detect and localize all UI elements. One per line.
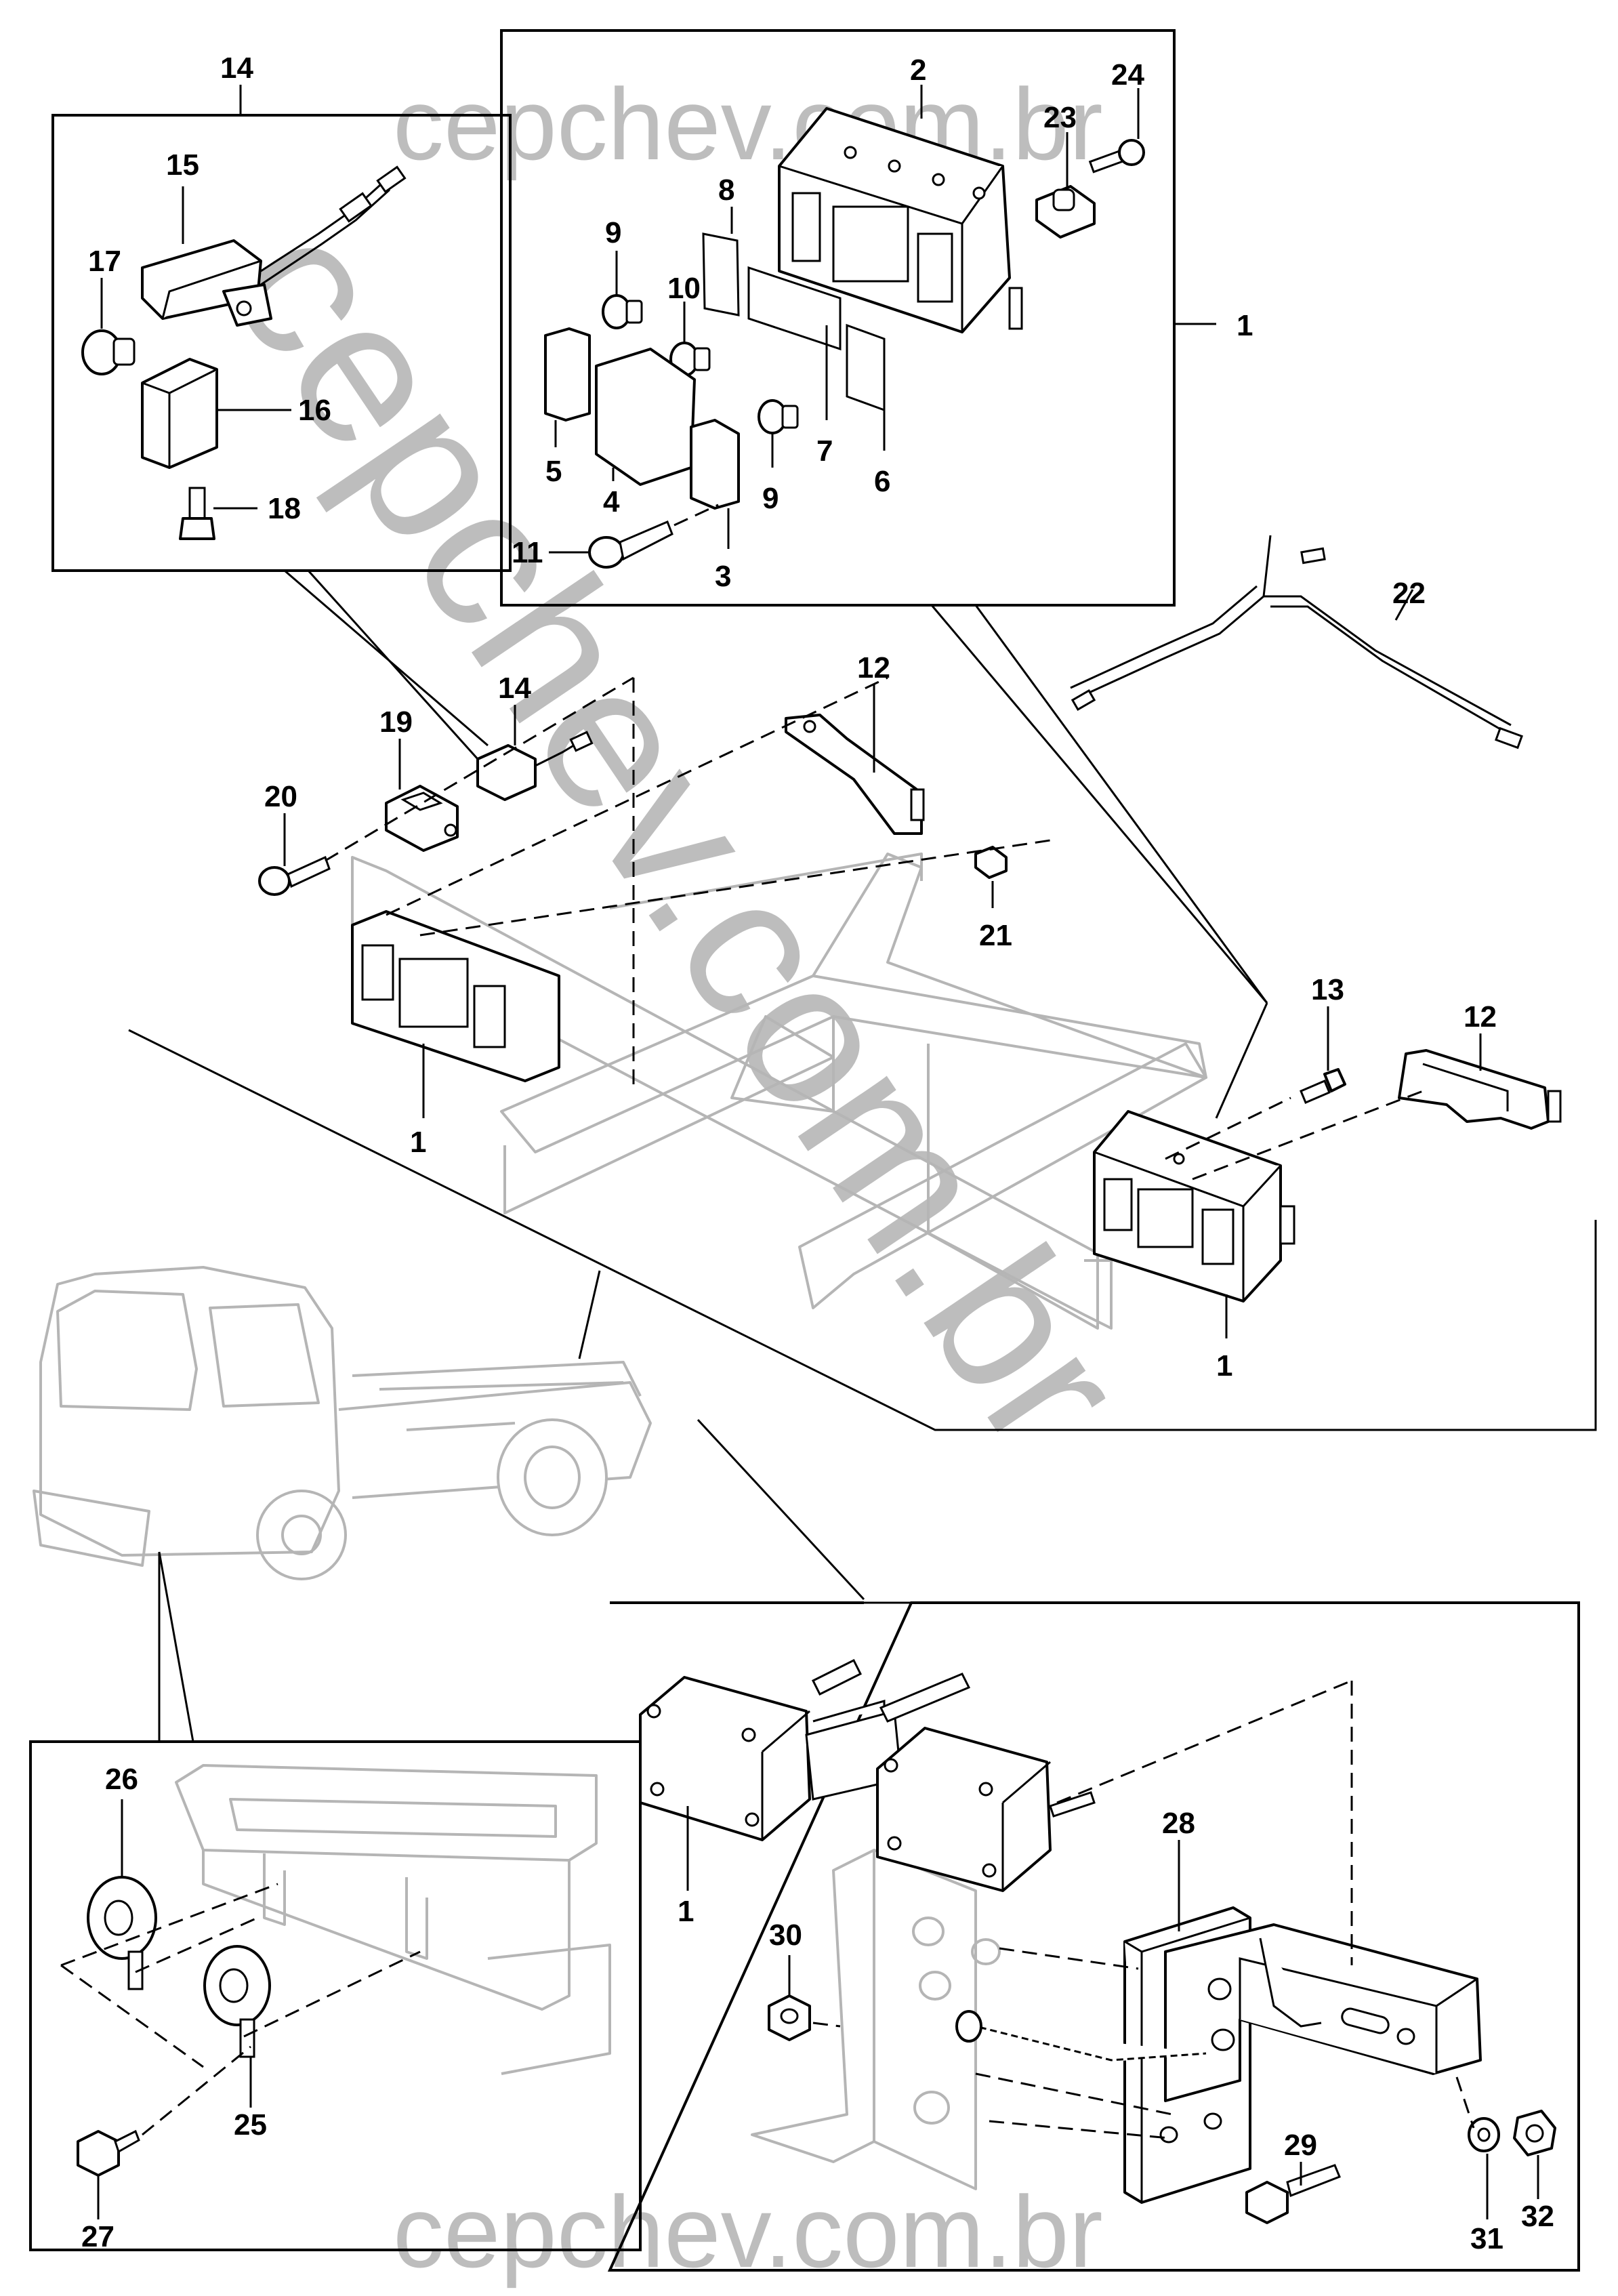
callout-28: 28 (1162, 1807, 1195, 1840)
callout-26: 26 (105, 1763, 138, 1796)
detail-box-1: 2 24 23 8 9 10 1 5 4 7 6 9 11 3 (500, 29, 1253, 607)
washer-31-part (1468, 2117, 1500, 2152)
bracket-part (141, 358, 218, 469)
callout-30: 30 (769, 1919, 802, 1952)
screw-24-part (1088, 139, 1145, 173)
callout-3: 3 (715, 560, 731, 593)
callout-10: 10 (667, 272, 701, 305)
bracket-12b-part (1398, 1049, 1562, 1130)
callout-2: 2 (910, 54, 926, 87)
bolt-13-part (1300, 1068, 1346, 1104)
lamp-housing-part (778, 107, 1023, 333)
callout-4: 4 (603, 485, 620, 518)
callout-1-top: 1 (1237, 309, 1253, 342)
callout-29: 29 (1284, 2129, 1317, 2162)
callout-8: 8 (718, 173, 734, 207)
callout-7: 7 (816, 434, 833, 468)
callout-12-a: 12 (857, 651, 890, 684)
callout-19: 19 (379, 705, 413, 739)
truck-illustration (33, 1266, 865, 1742)
bracket-12a-part (785, 714, 925, 835)
bulb-part (81, 329, 136, 375)
screw-part (179, 487, 215, 540)
lens-8-part (702, 232, 740, 316)
callout-20: 20 (264, 780, 297, 813)
callout-25: 25 (234, 2108, 267, 2141)
bulb-9a-part (602, 294, 643, 329)
nut-30-part (768, 1994, 811, 2041)
callout-16: 16 (298, 394, 331, 427)
callout-14-box: 14 (220, 52, 253, 85)
callout-9-b: 9 (762, 482, 779, 515)
callout-32: 32 (1521, 2200, 1554, 2233)
lamp-pair-part (639, 1658, 1096, 1892)
callout-17: 17 (88, 245, 121, 278)
bolt-29-part (1245, 2164, 1341, 2224)
callout-13: 13 (1311, 973, 1344, 1006)
callout-9-a: 9 (605, 216, 621, 249)
callout-11: 11 (512, 536, 543, 569)
callout-1-mid-left: 1 (410, 1126, 426, 1159)
callout-23: 23 (1043, 101, 1077, 134)
callout-6: 6 (874, 465, 890, 498)
callout-12-b: 12 (1464, 1000, 1497, 1033)
clip-23-part (1035, 185, 1096, 239)
right-lamp-part (1093, 1110, 1295, 1303)
callout-31: 31 (1470, 2222, 1503, 2255)
detail-box-mount-frame (607, 1601, 1580, 2272)
bulb-9b-part (758, 399, 799, 434)
callout-18: 18 (268, 492, 301, 525)
callout-5: 5 (545, 455, 562, 488)
callout-15: 15 (166, 148, 199, 182)
horn-26-part (87, 1876, 157, 1990)
chassis-scene: 12 14 19 20 21 1 13 12 1 (128, 651, 1597, 1431)
sensor-assembly-mid-part (476, 731, 594, 801)
detail-box-14: 14 15 17 16 18 (51, 52, 512, 572)
cover-3-part (690, 419, 740, 510)
detail-box-horns-frame (29, 1740, 642, 2251)
horn-25-part (203, 1945, 271, 2058)
bracket-arm-part (1164, 1923, 1482, 2102)
lens-6-part (846, 323, 886, 412)
nut-32-part (1513, 2110, 1556, 2156)
detail-box-mount: 1 28 30 29 31 32 (607, 1601, 1580, 2272)
left-lamp-part (351, 910, 560, 1082)
callout-22: 22 (1392, 577, 1426, 610)
screw-20-part (258, 855, 331, 896)
wire-harness-part: 22 (1070, 535, 1523, 750)
callout-1-mid-right: 1 (1216, 1349, 1232, 1382)
cover-5-part (544, 327, 591, 422)
bolt-27-part (77, 2129, 140, 2177)
cover-4-part (595, 348, 696, 486)
callout-14-mid: 14 (498, 672, 531, 705)
callout-21: 21 (979, 919, 1012, 952)
callout-24: 24 (1111, 58, 1144, 91)
sensor-housing-part (141, 165, 407, 327)
screw-11-part (588, 504, 719, 569)
detail-box-14-frame (51, 114, 512, 572)
callout-27: 27 (81, 2220, 115, 2253)
lens-7-part (747, 266, 842, 351)
detail-box-horns: 26 25 27 (29, 1740, 642, 2253)
bracket-19-part (385, 785, 459, 852)
nut-21-part (974, 846, 1008, 879)
detail-box-1-frame (500, 29, 1176, 607)
callout-1-bottom: 1 (678, 1895, 694, 1928)
